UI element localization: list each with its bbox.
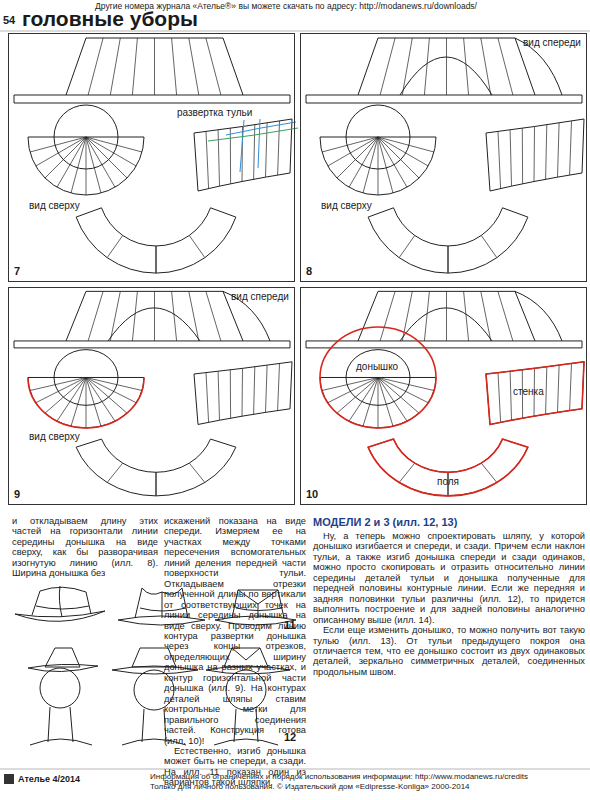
body-text: Ну, а теперь можно спроектировать шляпу,…: [313, 531, 585, 625]
page-number: 54: [3, 15, 15, 26]
body-text: и откладываем длину этих частей на гориз…: [12, 516, 158, 579]
figure-panel: вид спереди вид сверху 8: [300, 33, 587, 282]
figure-panel: донышко стенка поля 10: [300, 287, 587, 505]
view-label: вид сверху: [29, 431, 80, 442]
figure-number: 9: [14, 489, 20, 500]
footer-note: Только для личного пользования. © Издате…: [150, 782, 470, 791]
figure-number: 8: [306, 266, 312, 277]
footer-issue: Ателье 4/2014: [18, 774, 80, 785]
figure-number: 12: [284, 732, 296, 743]
view-label: вид сверху: [321, 200, 372, 211]
body-text: Естественно, изгиб донышка может быть не…: [164, 746, 306, 788]
body-text: Если еще изменить донышко, то можно полу…: [313, 625, 585, 677]
view-label: донышко: [356, 361, 398, 372]
view-label: вид сверху: [29, 200, 80, 211]
view-label: поля: [437, 476, 459, 487]
figure-number: 10: [306, 489, 318, 500]
section-title: головные уборы: [22, 8, 198, 30]
view-label: вид спереди: [523, 37, 581, 48]
text-column: искажений показана на виде спереди. Изме…: [164, 516, 306, 788]
figure-panel: развертка тульи вид сверху 7: [8, 33, 295, 282]
figure-panel: вид спереди вид сверху 9: [8, 287, 295, 505]
text-column: МОДЕЛИ 2 и 3 (илл. 12, 13) Ну, а теперь м…: [313, 516, 585, 677]
view-label: развертка тульи: [177, 107, 252, 118]
footer-note: Информация об ограничениях и порядок исп…: [150, 772, 528, 781]
text-column: и откладываем длину этих частей на гориз…: [12, 516, 158, 579]
subheading: МОДЕЛИ 2 и 3 (илл. 12, 13): [313, 516, 585, 528]
figure-number: 11: [284, 620, 296, 631]
figure-number: 7: [14, 266, 20, 277]
view-label: вид спереди: [231, 291, 289, 302]
view-label: стенка: [513, 386, 544, 397]
